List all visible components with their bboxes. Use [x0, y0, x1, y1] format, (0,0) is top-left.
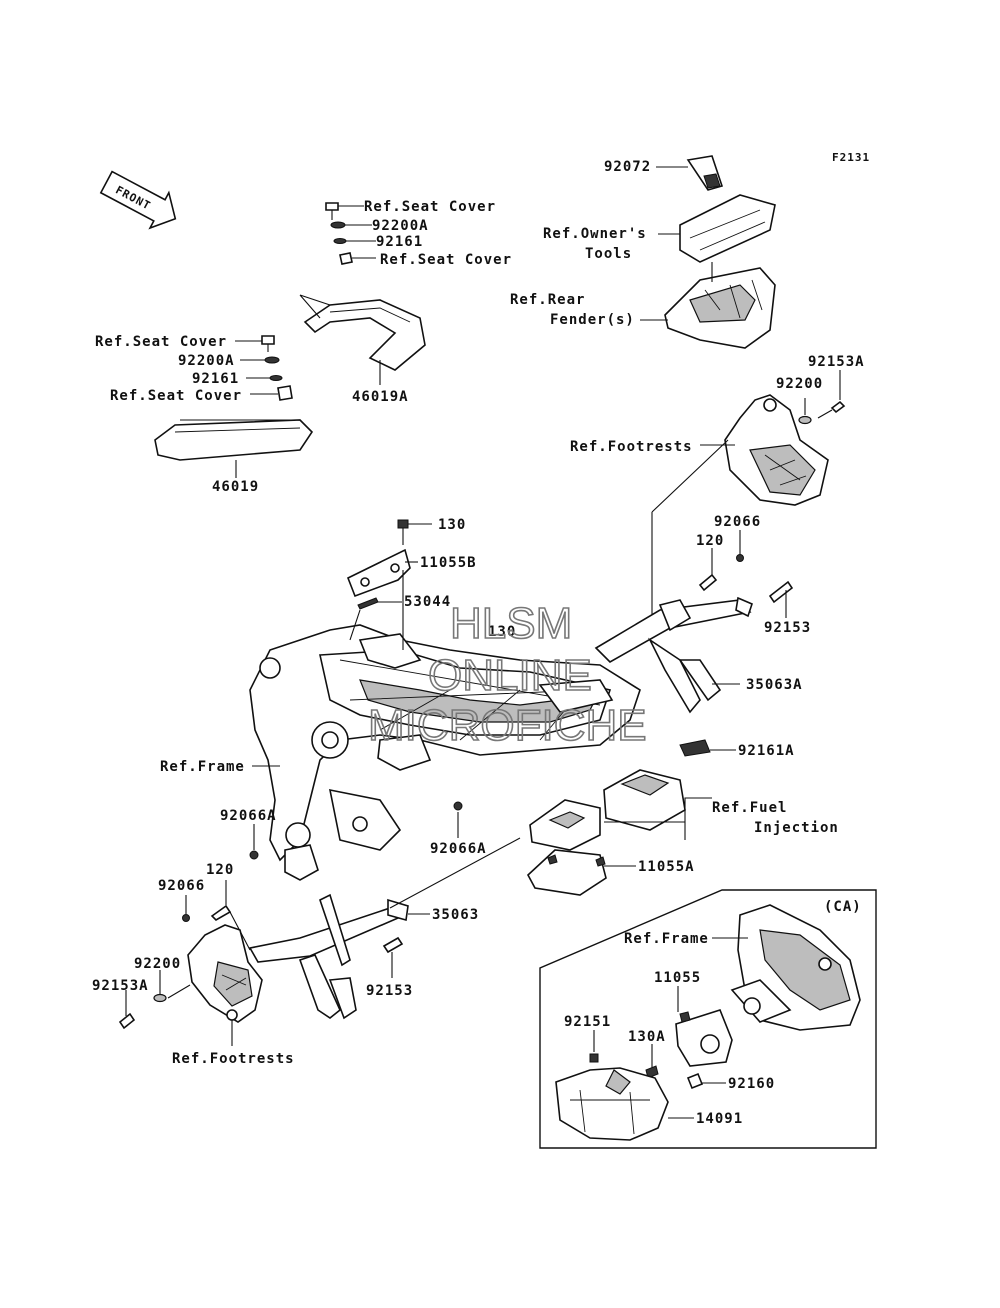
- label-92161-a: 92161: [376, 234, 423, 250]
- rear-fender-part: [664, 267, 776, 349]
- label-46019A: 46019A: [352, 389, 409, 405]
- watermark-line-3: MICROFICHE: [368, 701, 647, 750]
- label-11055: 11055: [654, 970, 701, 986]
- label-46019: 46019: [212, 479, 259, 495]
- label-ref-seat-cover-c: Ref.Seat Cover: [95, 334, 227, 350]
- bolt-120-top-part: [698, 573, 718, 592]
- tray-part: [529, 799, 601, 851]
- label-92160: 92160: [728, 1076, 775, 1092]
- label-130: 130: [438, 517, 466, 533]
- watermark-line-2: ONLINE: [428, 651, 592, 700]
- pad-92161A-part: [679, 739, 711, 757]
- label-92200A-b: 92200A: [178, 353, 235, 369]
- ecu-fuel-injection-part: [603, 769, 686, 831]
- nut-92066A-left-part: [249, 850, 259, 860]
- bolt-92153-bottom-part: [382, 936, 404, 954]
- label-ref-frame: Ref.Frame: [160, 759, 245, 775]
- bracket-11055A-part: [527, 849, 607, 896]
- bolt-130-top-part: [397, 519, 409, 545]
- owners-tools-bag-part: [679, 194, 776, 263]
- nut-92066-left-part: [182, 914, 190, 922]
- label-ref-seat-cover-d: Ref.Seat Cover: [110, 388, 242, 404]
- washer-92200A-a-part: [330, 221, 346, 229]
- pin-53044-part: [357, 597, 379, 610]
- ca-inset-box: (CA) Ref.Frame 11055 92151 130A 92160: [539, 889, 877, 1149]
- spring-92161-a-part: [333, 238, 347, 244]
- label-ref-fuel-2: Injection: [754, 820, 839, 836]
- label-92151: 92151: [564, 1014, 611, 1030]
- collar-seat-cover-b-part: [339, 252, 353, 265]
- label-ref-rear-fender-1: Ref.Rear: [510, 292, 585, 308]
- label-35063A: 35063A: [746, 677, 803, 693]
- grab-rail-46019A-part: [303, 299, 426, 371]
- washer-92200-top-part: [798, 415, 812, 425]
- bracket-11055B-part: [346, 548, 411, 598]
- label-92153A-left: 92153A: [92, 978, 149, 994]
- label-14091: 14091: [696, 1111, 743, 1127]
- bolt-120-left-part: [210, 904, 232, 921]
- front-arrow-icon: FRONT: [99, 170, 177, 230]
- label-92153-right: 92153: [764, 620, 811, 636]
- footrest-bracket-right-part: [724, 394, 829, 506]
- spring-92161-b-part: [269, 375, 283, 381]
- label-53044: 53044: [404, 594, 451, 610]
- label-ref-seat-cover-a: Ref.Seat Cover: [364, 199, 496, 215]
- label-92072: 92072: [604, 159, 651, 175]
- main-frame-part: [249, 624, 641, 881]
- bolt-seat-cover-a-part: [325, 202, 339, 220]
- label-92200-left: 92200: [134, 956, 181, 972]
- label-11055A: 11055A: [638, 859, 695, 875]
- figure-code: F2131: [832, 151, 870, 164]
- bracket-11055-part: [675, 1009, 733, 1067]
- label-92200-top: 92200: [776, 376, 823, 392]
- label-120-top: 120: [696, 533, 724, 549]
- washer-92200A-b-part: [264, 356, 280, 364]
- cover-14091-part: [555, 1067, 669, 1141]
- tool-strap-part: [686, 155, 724, 191]
- label-ref-footrests-bottom: Ref.Footrests: [172, 1051, 295, 1067]
- label-ref-seat-cover-b: Ref.Seat Cover: [380, 252, 512, 268]
- watermark: HLSM ONLINE MICROFICHE: [367, 598, 647, 751]
- label-ref-footrests-top: Ref.Footrests: [570, 439, 693, 455]
- label-92066-top: 92066: [714, 514, 761, 530]
- nut-92066A-center-part: [453, 801, 463, 811]
- label-130A: 130A: [628, 1029, 666, 1045]
- label-92161-b: 92161: [192, 371, 239, 387]
- collar-seat-cover-d-part: [277, 385, 293, 401]
- label-92161A: 92161A: [738, 743, 795, 759]
- ca-label: (CA): [824, 899, 862, 915]
- label-11055B: 11055B: [420, 555, 477, 571]
- footrest-bracket-left-part: [187, 924, 263, 1023]
- label-92066-left: 92066: [158, 878, 205, 894]
- label-92153-bottom: 92153: [366, 983, 413, 999]
- label-ref-owners-tools-2: Tools: [585, 246, 632, 262]
- label-92066A-center: 92066A: [430, 841, 487, 857]
- watermark-line-1: HLSM: [450, 599, 572, 648]
- label-92200A-a: 92200A: [372, 218, 429, 234]
- frame-ca-part: [730, 904, 861, 1031]
- footrest-arm-35063-part: [248, 893, 409, 1020]
- label-92153A-top: 92153A: [808, 354, 865, 370]
- label-ref-owners-tools-1: Ref.Owner's: [543, 226, 647, 242]
- label-ref-frame-ca: Ref.Frame: [624, 931, 709, 947]
- bolt-92153A-left-part: [118, 1012, 136, 1030]
- label-ref-rear-fender-2: Fender(s): [550, 312, 635, 328]
- label-35063: 35063: [432, 907, 479, 923]
- washer-92200-left-part: [153, 993, 167, 1003]
- nut-92066-top-part: [736, 554, 744, 562]
- label-120-left: 120: [206, 862, 234, 878]
- footrest-arm-35063A-part: [594, 596, 753, 714]
- grab-rail-46019-part: [154, 419, 314, 461]
- bolt-seat-cover-c-part: [261, 335, 275, 352]
- bolt-92153-right-part: [768, 580, 794, 604]
- bolt-92151-part: [589, 1053, 599, 1063]
- label-92066A-left: 92066A: [220, 808, 277, 824]
- nut-92160-part: [686, 1072, 704, 1090]
- label-130-center: 130: [488, 624, 516, 640]
- bolt-92153A-top-part: [817, 400, 846, 419]
- label-ref-fuel-1: Ref.Fuel: [712, 800, 787, 816]
